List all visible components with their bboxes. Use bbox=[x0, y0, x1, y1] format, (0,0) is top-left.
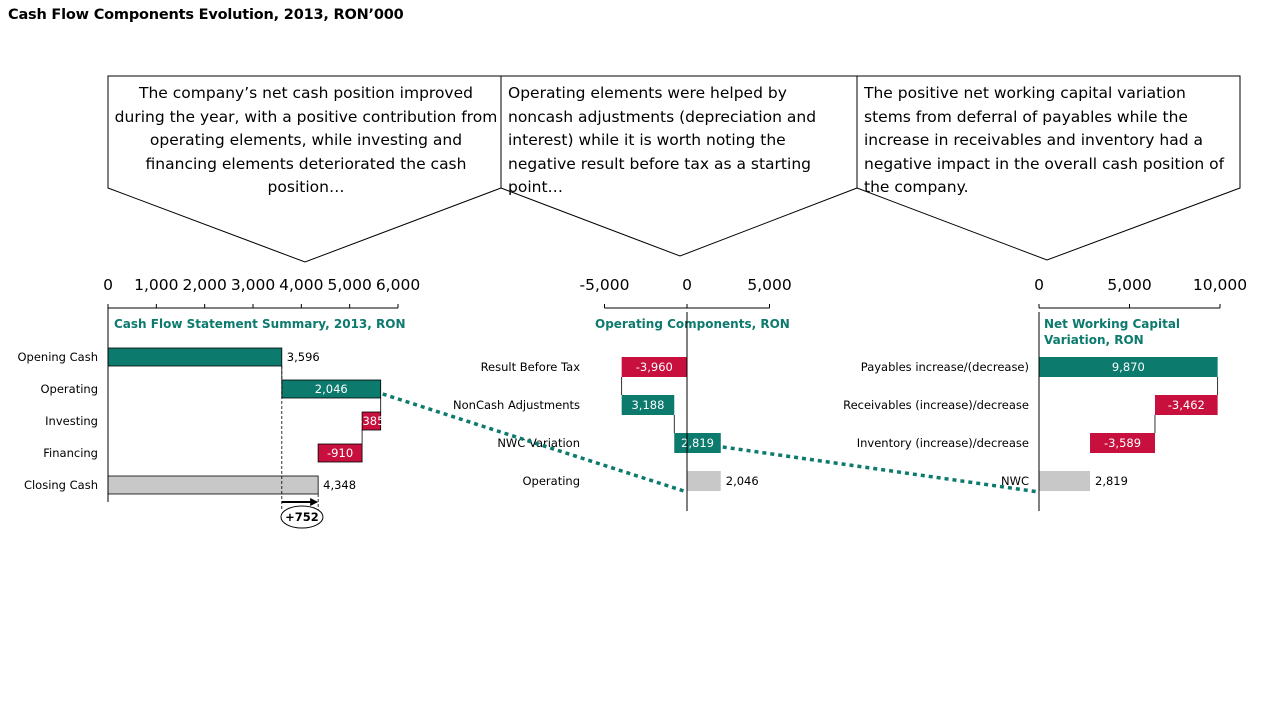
data-label: 2,819 bbox=[1095, 474, 1128, 488]
data-label: -3,960 bbox=[636, 360, 673, 374]
bar-receivables-increase-decrease bbox=[1154, 395, 1218, 415]
connector-operating bbox=[382, 392, 688, 494]
category-label: Receivables (increase)/decrease bbox=[843, 398, 1029, 412]
bar-nwc-variation bbox=[674, 433, 721, 453]
delta-badge-label: +752 bbox=[285, 510, 319, 524]
x-tick-label: 0 bbox=[103, 276, 113, 294]
data-label: 2,046 bbox=[726, 474, 759, 488]
callout-1-text: The company’s net cash position improved… bbox=[114, 84, 498, 196]
data-label: 2,819 bbox=[681, 436, 714, 450]
category-label: Investing bbox=[45, 414, 98, 428]
bar-nwc bbox=[1039, 471, 1091, 491]
callout-2-text: Operating elements were helped by noncas… bbox=[508, 84, 817, 196]
x-tick-label: 0 bbox=[682, 276, 692, 294]
category-label: Result Before Tax bbox=[481, 360, 581, 374]
bar-inventory-increase-decrease bbox=[1090, 433, 1155, 453]
data-label: -385 bbox=[358, 414, 384, 428]
delta-badge bbox=[280, 505, 324, 529]
page-title: Cash Flow Components Evolution, 2013, RO… bbox=[8, 7, 404, 23]
x-tick-label: 5,000 bbox=[327, 276, 371, 294]
data-label: 4,348 bbox=[323, 478, 356, 492]
callout-shape-2 bbox=[500, 75, 858, 257]
data-label: 3,596 bbox=[287, 350, 320, 364]
delta-arrow-head bbox=[310, 498, 319, 506]
category-label: Inventory (increase)/decrease bbox=[857, 436, 1029, 450]
bar-result-before-tax bbox=[621, 357, 687, 377]
category-label: Operating bbox=[41, 382, 99, 396]
connector-nwc bbox=[722, 445, 1040, 494]
x-tick-label: 3,000 bbox=[231, 276, 275, 294]
category-label: Financing bbox=[43, 446, 98, 460]
bar-operating bbox=[687, 471, 721, 491]
x-tick-label: 5,000 bbox=[1107, 276, 1151, 294]
category-label: Payables increase/(decrease) bbox=[861, 360, 1029, 374]
panel-title-line-1: Net Working Capital bbox=[1044, 317, 1180, 331]
data-label: 9,870 bbox=[1112, 360, 1145, 374]
callout-shape-1 bbox=[107, 75, 502, 263]
category-label: Closing Cash bbox=[24, 478, 98, 492]
callout-3-text: The positive net working capital variati… bbox=[864, 84, 1225, 196]
bar-opening-cash bbox=[107, 347, 283, 367]
x-tick-label: 5,000 bbox=[747, 276, 791, 294]
x-tick-label: 6,000 bbox=[376, 276, 420, 294]
x-tick-label: 0 bbox=[1034, 276, 1044, 294]
bar-payables-increase-decrease- bbox=[1039, 357, 1218, 377]
x-tick-label: 4,000 bbox=[279, 276, 323, 294]
panel-title: Cash Flow Statement Summary, 2013, RON bbox=[114, 317, 406, 331]
data-label: 3,188 bbox=[631, 398, 664, 412]
data-label: -910 bbox=[327, 446, 353, 460]
bar-noncash-adjustments bbox=[621, 395, 675, 415]
bar-closing-cash bbox=[107, 475, 319, 495]
callout-shape-3 bbox=[856, 75, 1241, 261]
x-tick-label: -5,000 bbox=[580, 276, 630, 294]
bar-investing bbox=[361, 411, 382, 431]
category-label: Opening Cash bbox=[17, 350, 98, 364]
x-tick-label: 2,000 bbox=[182, 276, 226, 294]
data-label: -3,462 bbox=[1168, 398, 1205, 412]
x-tick-label: 10,000 bbox=[1193, 276, 1247, 294]
category-label: NWC bbox=[1001, 474, 1029, 488]
bar-financing bbox=[317, 443, 363, 463]
category-label: Operating bbox=[523, 474, 581, 488]
data-label: -3,589 bbox=[1104, 436, 1141, 450]
x-tick-label: 1,000 bbox=[134, 276, 178, 294]
panel-title: Operating Components, RON bbox=[595, 317, 790, 331]
data-label: 2,046 bbox=[315, 382, 348, 396]
panel-title-line-2: Variation, RON bbox=[1044, 333, 1144, 347]
category-label: NonCash Adjustments bbox=[453, 398, 580, 412]
